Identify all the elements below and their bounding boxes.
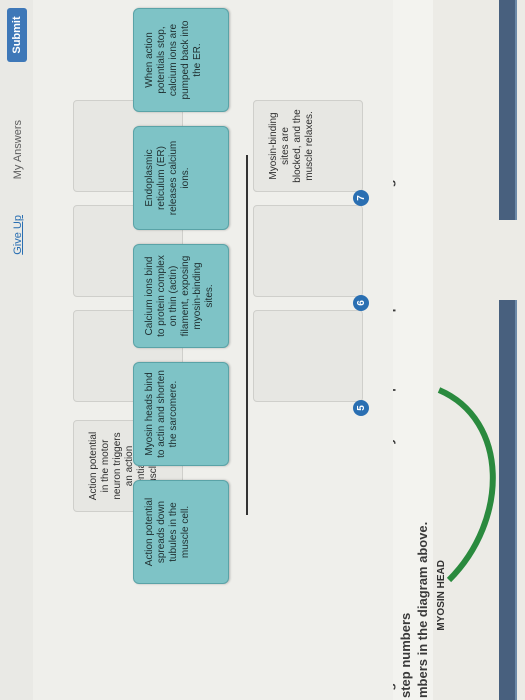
step-badge-7: 7: [353, 190, 369, 206]
label-bank: When action potentials stop, calcium ion…: [119, 8, 229, 648]
drop-zone-step-5[interactable]: [253, 310, 363, 402]
drag-label-action-potential-spreads[interactable]: Action potential spreads down tubules in…: [133, 480, 229, 584]
drag-label-er-release[interactable]: Endoplasmic reticulum (ER) releases calc…: [133, 126, 229, 230]
footer-bar: Submit My Answers Give Up: [0, 0, 33, 700]
flowchart-workspace: Myosin-binding sites are blocked, and th…: [0, 0, 393, 700]
drag-label-er-pump[interactable]: When action potentials stop, calcium ion…: [133, 8, 229, 112]
drag-label-calcium-bind[interactable]: Calcium ions bind to protein complex on …: [133, 244, 229, 348]
my-answers-link[interactable]: My Answers: [12, 120, 24, 180]
step-badge-5: 5: [353, 400, 369, 416]
myosin-head-label: MYOSIN HEAD: [436, 560, 447, 631]
flow-step-7-text: Myosin-binding sites are blocked, and th…: [253, 100, 363, 192]
step-badge-6: 6: [353, 295, 369, 311]
myosin-illustration: MYOSIN HEAD: [433, 0, 525, 700]
flow-connector: [246, 155, 248, 515]
give-up-link[interactable]: Give Up: [12, 215, 24, 255]
myosin-head-shape: [437, 387, 496, 583]
actin-filament-left: [499, 0, 517, 220]
submit-button[interactable]: Submit: [7, 8, 27, 62]
drag-label-myosin-bind[interactable]: Myosin heads bind to actin and shorten t…: [133, 362, 229, 466]
drop-zone-step-6[interactable]: [253, 205, 363, 297]
